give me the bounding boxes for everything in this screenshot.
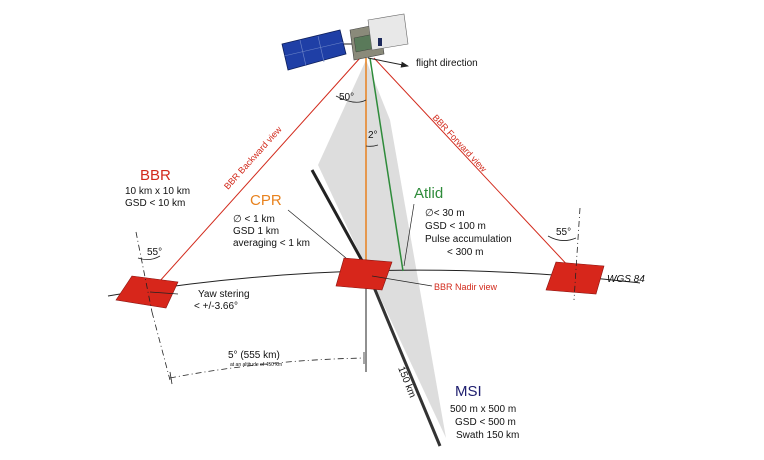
angle-55-left-label: 55° xyxy=(147,247,162,258)
distance-arc-label: 5° (555 km) xyxy=(228,350,280,361)
bbr-line-2: GSD < 10 km xyxy=(125,198,185,209)
angle-50-label: 50° xyxy=(339,92,354,103)
atlid-line-4: < 300 m xyxy=(447,247,483,258)
bbr-line-1: 10 km x 10 km xyxy=(125,186,190,197)
cpr-leader-line xyxy=(287,209,347,259)
cpr-line-3: averaging < 1 km xyxy=(233,238,310,249)
atlid-line-1: ∅< 30 m xyxy=(425,208,465,219)
angle-55-right-label: 55° xyxy=(556,227,571,238)
msi-line-1: 500 m x 500 m xyxy=(450,404,516,415)
yaw-leader-line xyxy=(149,291,179,295)
bbr-forward-view-label: BBR Forward view xyxy=(431,113,489,175)
distance-arc-sublabel: at an altitude of 450 km xyxy=(230,362,282,368)
bbr-forward-view-line xyxy=(373,57,573,271)
cpr-line-1: ∅ < 1 km xyxy=(233,214,275,225)
satellite xyxy=(281,13,409,71)
angle-50-arc xyxy=(335,95,367,103)
bbr-backward-view-label: BBR Backward view xyxy=(222,124,284,191)
bbr-forward-footprint xyxy=(545,261,605,295)
bbr-nadir-footprint xyxy=(335,257,393,291)
yaw-steering-label-1: Yaw stering xyxy=(198,289,250,300)
distance-arc xyxy=(169,357,365,379)
atlid-leader-line xyxy=(403,203,415,267)
wgs84-label: WGS 84 xyxy=(607,274,645,285)
atlid-line-2: GSD < 100 m xyxy=(425,221,486,232)
left-55-arc xyxy=(137,255,161,260)
msi-swath-track-lower xyxy=(364,267,442,447)
nadir-leader-line xyxy=(371,275,433,287)
yaw-steering-label-2: < +/-3.66° xyxy=(194,301,238,312)
cpr-antenna xyxy=(367,13,409,51)
right-55-reference-dash xyxy=(573,207,581,301)
cpr-title: CPR xyxy=(250,192,282,209)
flight-direction-arrow xyxy=(367,57,409,68)
left-55-reference-dash xyxy=(135,231,153,313)
cpr-line-2: GSD 1 km xyxy=(233,226,279,237)
right-55-arc xyxy=(547,235,577,241)
msi-swath-area xyxy=(318,60,446,438)
bbr-title: BBR xyxy=(140,167,171,184)
flight-direction-label: flight direction xyxy=(416,58,478,69)
atlid-title: Atlid xyxy=(414,185,443,202)
bbr-backward-view-line xyxy=(149,57,361,293)
atlid-line-3: Pulse accumulation xyxy=(425,234,512,245)
msi-line-2: GSD < 500 m xyxy=(455,417,516,428)
bbr-nadir-view-label: BBR Nadir view xyxy=(434,282,498,292)
msi-line-3: Swath 150 km xyxy=(456,430,519,441)
solar-panel xyxy=(281,29,347,71)
atlid-view-line xyxy=(369,57,404,272)
bbr-backward-footprint xyxy=(115,275,179,309)
angle-2-label: 2° xyxy=(368,130,378,141)
msi-title: MSI xyxy=(455,383,482,400)
msi-swath-track-upper xyxy=(310,169,368,269)
distance-left-dash xyxy=(151,311,171,381)
angle-2-arc xyxy=(365,144,379,147)
distance-arc-left-tick xyxy=(169,371,173,385)
